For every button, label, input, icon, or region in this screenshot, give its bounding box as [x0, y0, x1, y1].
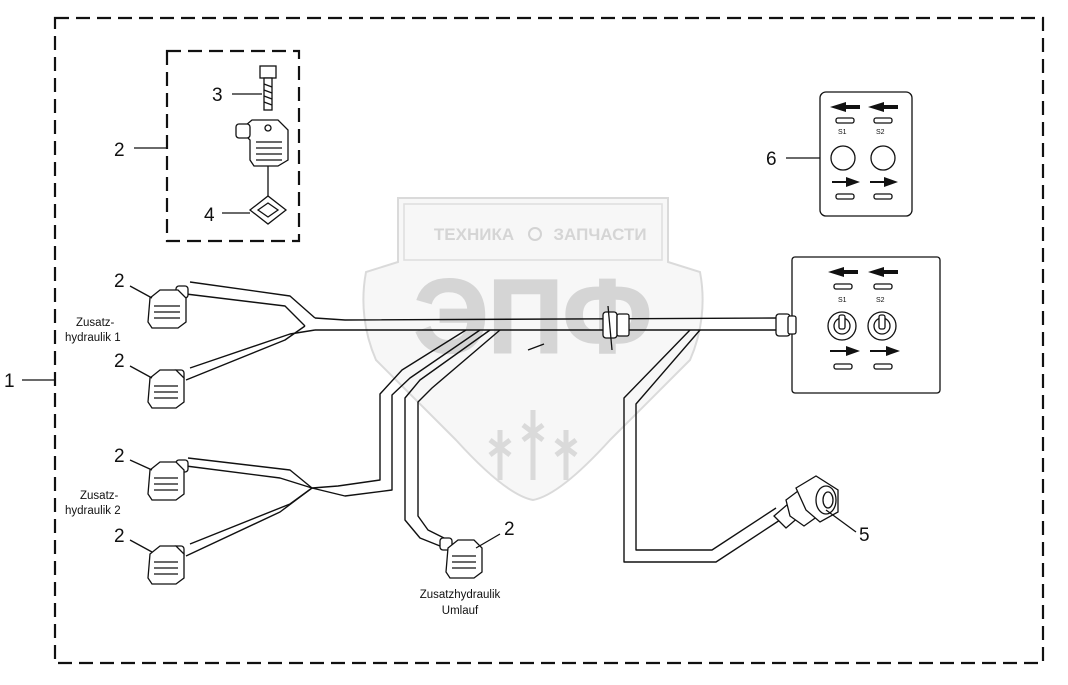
label-zh1-line1: Zusatz- — [76, 317, 115, 329]
callout-4: 4 — [204, 205, 215, 226]
leader-2-c — [129, 459, 153, 471]
callout-2-a: 2 — [114, 271, 125, 292]
watermark-brand-right: ЗАПЧАСТИ — [553, 225, 646, 244]
valve-connector-detail — [235, 119, 289, 167]
assembly-frame — [53, 16, 1045, 665]
wheat-icon — [488, 410, 578, 480]
callout-2-e: 2 — [504, 519, 515, 540]
seal-gasket-part — [248, 195, 288, 225]
callout-6: 6 — [766, 149, 777, 170]
valve-connector-zh2-upper — [147, 459, 189, 501]
wiring-harness — [185, 281, 797, 563]
switch-box-label-s2: S2 — [876, 297, 885, 304]
watermark: ТЕХНИКА ЗАПЧАСТИ ЭПФ — [362, 197, 704, 502]
socket-plug-part — [773, 475, 839, 529]
valve-connector-zh1-lower — [147, 369, 185, 409]
bolt-part — [259, 65, 277, 111]
switch-panel-cover: S1 S2 — [819, 91, 913, 217]
detail-frame — [165, 49, 301, 243]
leader-2-a — [129, 285, 153, 299]
label-zh1-line2: hydraulik 1 — [65, 332, 121, 344]
switch-label-s1: S1 — [838, 129, 847, 136]
leader-5 — [825, 509, 857, 533]
valve-connector-umlauf — [439, 537, 483, 579]
label-zh2-line1: Zusatz- — [80, 490, 119, 502]
switch-box: S1 S2 — [791, 256, 941, 394]
label-umlauf-line2: Umlauf — [442, 605, 479, 617]
leader-2-b — [129, 365, 153, 379]
watermark-brand-left: ТЕХНИКА — [434, 225, 514, 244]
switch-label-s2: S2 — [876, 129, 885, 136]
callout-1: 1 — [4, 371, 15, 392]
callout-2-detail: 2 — [114, 140, 125, 161]
label-umlauf-line1: Zusatzhydraulik — [420, 589, 501, 601]
callout-3: 3 — [212, 85, 223, 106]
valve-connector-zh2-lower — [147, 545, 185, 585]
callout-2-d: 2 — [114, 526, 125, 547]
valve-connector-zh1-upper — [147, 285, 189, 329]
gear-icon — [528, 227, 542, 241]
callout-2-c: 2 — [114, 446, 125, 467]
leader-2-d — [129, 539, 153, 553]
callout-2-b: 2 — [114, 351, 125, 372]
switch-box-label-s1: S1 — [838, 297, 847, 304]
label-zh2-line2: hydraulik 2 — [65, 505, 121, 517]
callout-5: 5 — [859, 525, 870, 546]
leader-2-e — [475, 533, 501, 549]
